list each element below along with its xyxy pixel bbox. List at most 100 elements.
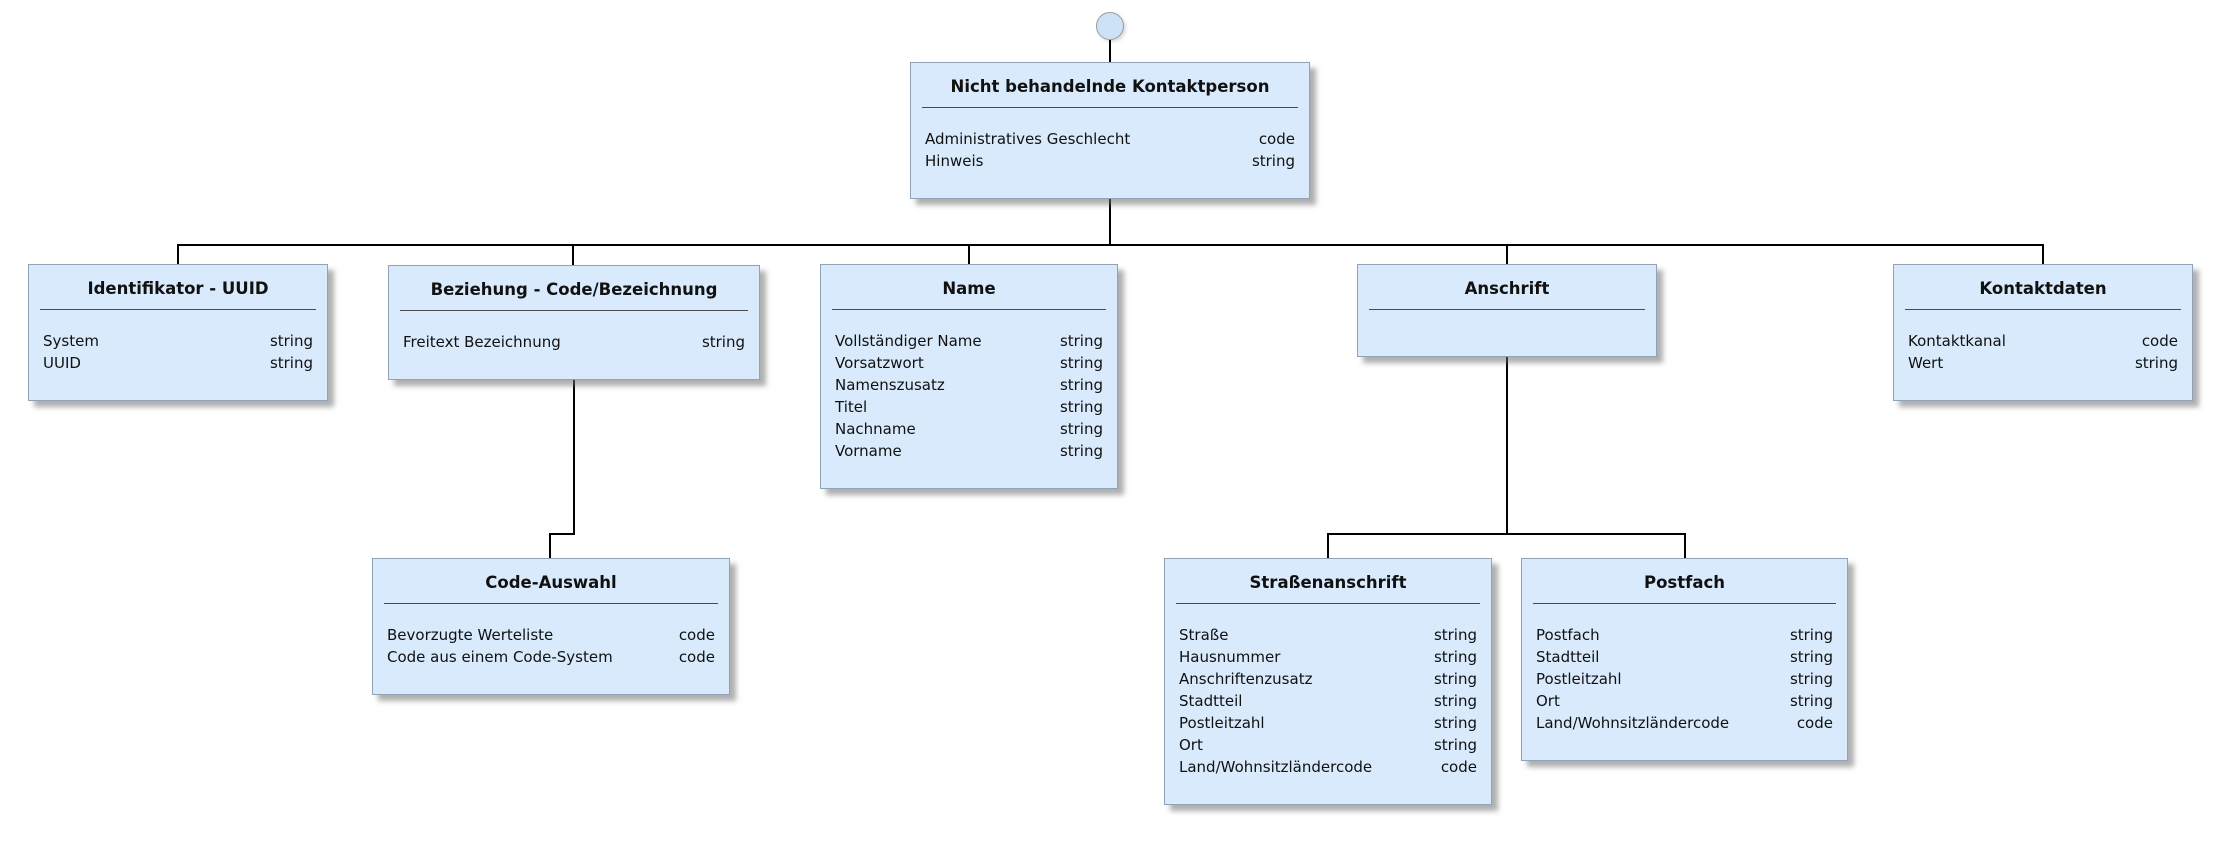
connector-drop-postfach xyxy=(1684,533,1686,559)
attribute-name: Stadtteil xyxy=(1536,648,1600,666)
attribute-type: string xyxy=(1059,442,1103,460)
attribute-name: Ort xyxy=(1179,736,1203,754)
entity-title: Code-Auswahl xyxy=(485,573,617,592)
connector-drop-beziehung xyxy=(572,244,574,266)
attribute-name: Vollständiger Name xyxy=(835,332,982,350)
attribute-type: string xyxy=(1059,376,1103,394)
attribute-type: code xyxy=(678,626,715,644)
attribute-row: Bevorzugte Werteliste code xyxy=(387,624,715,646)
attribute-type: string xyxy=(1059,398,1103,416)
attribute-type: string xyxy=(1433,648,1477,666)
attribute-type: string xyxy=(1433,670,1477,688)
connector-beziehung-elbow xyxy=(549,533,575,535)
attribute-name: Vorsatzwort xyxy=(835,354,924,372)
attribute-type: string xyxy=(1789,670,1833,688)
attribute-name: Hausnummer xyxy=(1179,648,1281,666)
attribute-type: string xyxy=(2134,354,2178,372)
entity-separator xyxy=(832,309,1106,310)
entity-separator xyxy=(1176,603,1480,604)
attribute-row: Titel string xyxy=(835,396,1103,418)
attribute-name: Administratives Geschlecht xyxy=(925,130,1131,148)
attribute-type: string xyxy=(1789,648,1833,666)
attribute-row: Postleitzahl string xyxy=(1536,668,1833,690)
attribute-name: Wert xyxy=(1908,354,1944,372)
attribute-name: Land/Wohnsitzländercode xyxy=(1536,714,1730,732)
connector-drop-codeauswahl xyxy=(549,533,551,559)
attribute-name: UUID xyxy=(43,354,81,372)
attribute-row: Ort string xyxy=(1536,690,1833,712)
attribute-name: Postleitzahl xyxy=(1536,670,1622,688)
connector-drop-kontaktdaten xyxy=(2042,244,2044,265)
attribute-name: Titel xyxy=(835,398,868,416)
attribute-name: Nachname xyxy=(835,420,916,438)
attribute-name: System xyxy=(43,332,99,350)
connector-anschrift-riser xyxy=(1506,355,1508,535)
entity-title: Beziehung - Code/Bezeichnung xyxy=(430,280,718,299)
connector-drop-name xyxy=(968,244,970,265)
attribute-row: Vorname string xyxy=(835,440,1103,462)
attribute-row: Vorsatzwort string xyxy=(835,352,1103,374)
attribute-row: Stadtteil string xyxy=(1536,646,1833,668)
connector-drop-anschrift xyxy=(1506,244,1508,265)
attribute-type: string xyxy=(701,333,745,351)
entity-separator xyxy=(384,603,718,604)
attribute-name: Straße xyxy=(1179,626,1229,644)
attribute-type: string xyxy=(1433,626,1477,644)
attribute-type: string xyxy=(1251,152,1295,170)
attribute-name: Stadtteil xyxy=(1179,692,1243,710)
entity-title: Straßenanschrift xyxy=(1249,573,1407,592)
root-anchor-circle xyxy=(1096,12,1124,40)
connector-anschrift-bus xyxy=(1327,533,1686,535)
entity-title: Postfach xyxy=(1644,573,1725,592)
attribute-row: Straße string xyxy=(1179,624,1477,646)
connector-root-riser xyxy=(1109,197,1111,246)
entity-title: Identifikator - UUID xyxy=(87,279,269,298)
entity-title: Kontaktdaten xyxy=(1979,279,2107,298)
attribute-name: Postfach xyxy=(1536,626,1600,644)
attribute-row: Anschriftenzusatz string xyxy=(1179,668,1477,690)
connector-main-bus xyxy=(177,244,2044,246)
entity-separator xyxy=(400,310,748,311)
attribute-type: code xyxy=(678,648,715,666)
entity-title: Name xyxy=(942,279,996,298)
entity-nicht-behandelnde-kontaktperson: Nicht behandelnde Kontaktperson Administ… xyxy=(910,62,1310,199)
entity-title: Nicht behandelnde Kontaktperson xyxy=(950,77,1270,96)
entity-attributes xyxy=(1358,310,1656,356)
attribute-name: Vorname xyxy=(835,442,902,460)
attribute-name: Hinweis xyxy=(925,152,984,170)
connector-drop-strasse xyxy=(1327,533,1329,559)
attribute-row: Wert string xyxy=(1908,352,2178,374)
attribute-row: Hinweis string xyxy=(925,150,1295,172)
attribute-row: Hausnummer string xyxy=(1179,646,1477,668)
attribute-type: string xyxy=(1433,692,1477,710)
connector-drop-identifikator xyxy=(177,244,179,265)
attribute-type: string xyxy=(1789,692,1833,710)
attribute-name: Kontaktkanal xyxy=(1908,332,2006,350)
attribute-type: string xyxy=(1059,354,1103,372)
attribute-name: Bevorzugte Werteliste xyxy=(387,626,554,644)
entity-separator xyxy=(922,107,1298,108)
attribute-type: string xyxy=(1059,420,1103,438)
attribute-type: code xyxy=(1440,758,1477,776)
attribute-name: Ort xyxy=(1536,692,1560,710)
attribute-name: Anschriftenzusatz xyxy=(1179,670,1313,688)
entity-separator xyxy=(1369,309,1645,310)
